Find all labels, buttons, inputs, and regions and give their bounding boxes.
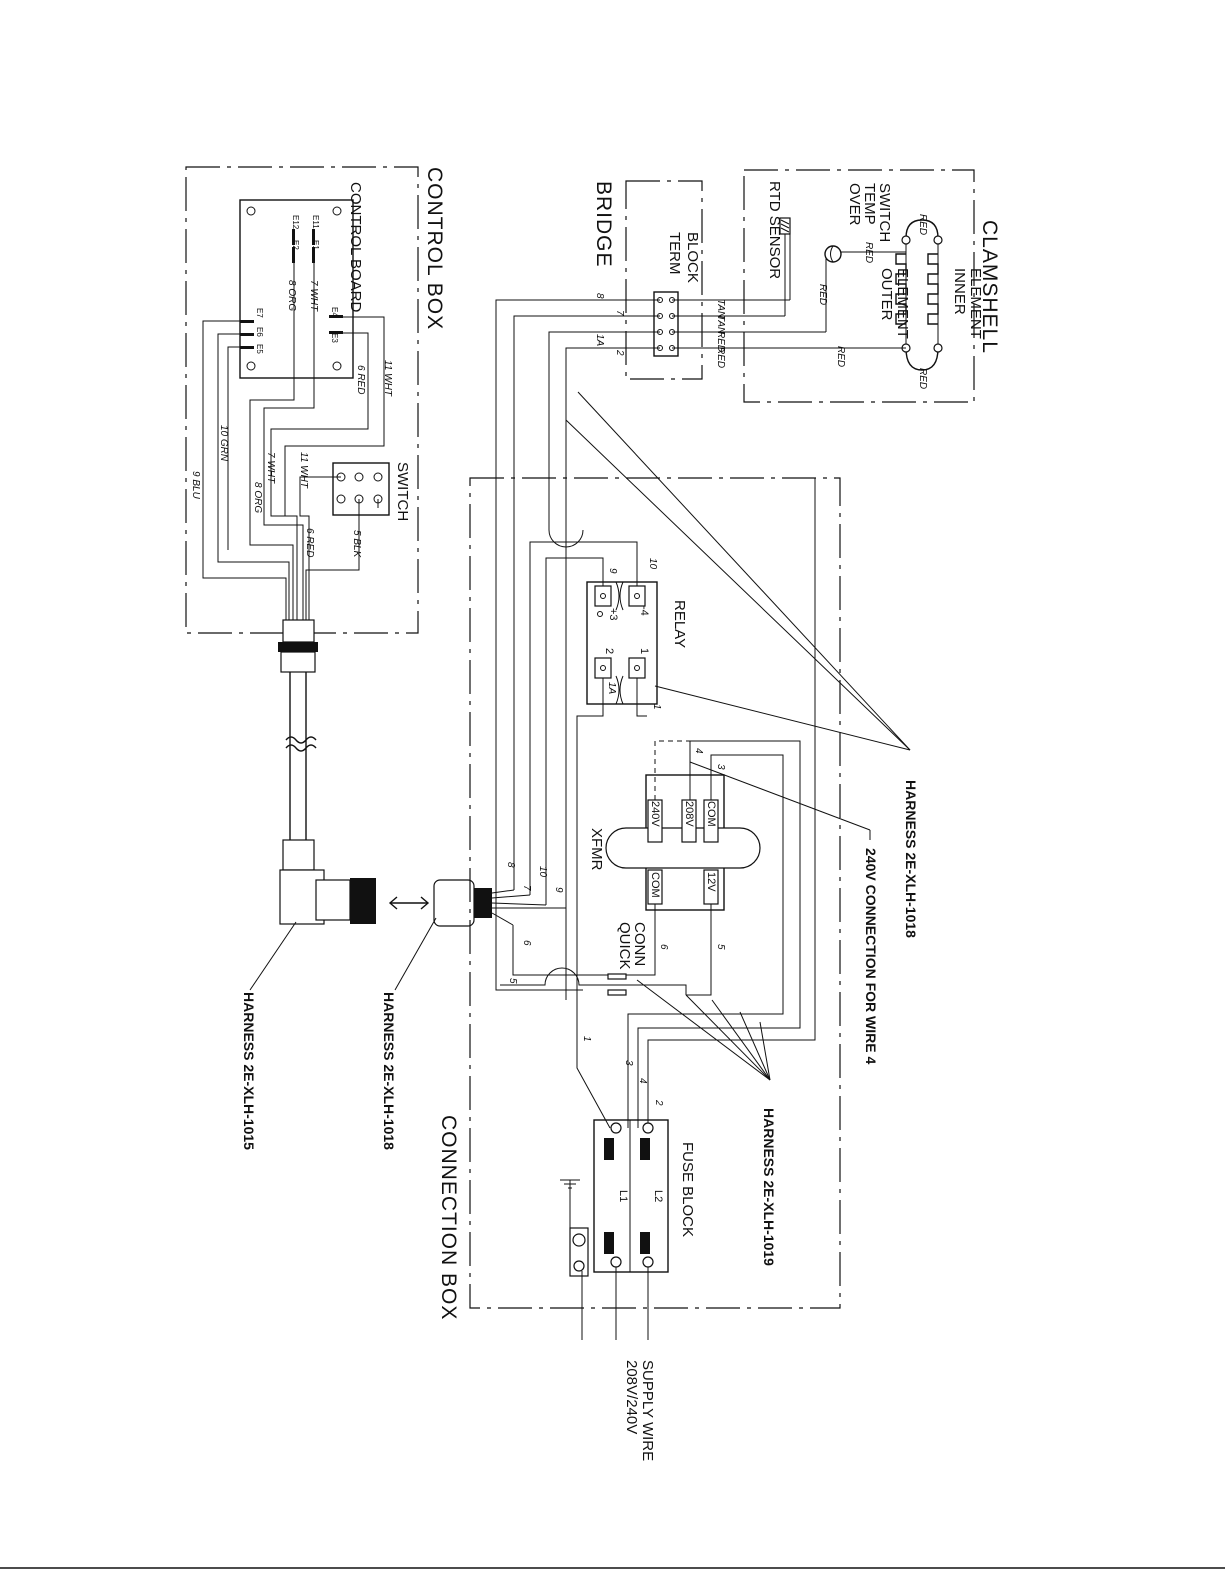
wire-num-4-xfmr: 4 — [693, 748, 704, 754]
terminal-e2: E2 — [291, 240, 300, 250]
terminal-e5: E5 — [255, 344, 264, 354]
wire-num-9-relay: 9 — [607, 568, 618, 574]
wire-label-red-4: RED — [917, 368, 928, 389]
relay-pin-2: 2 — [603, 648, 615, 654]
harness-1015: HARNESS 2E-XLH-1015 — [241, 992, 257, 1150]
wire-num-6-xfmr: 6 — [658, 944, 669, 950]
bridge-clamshell-wires: TAN TAN RED RED 8 7 1A 2 — [495, 293, 906, 890]
switch — [332, 462, 390, 516]
xfmr-label: XFMR — [588, 828, 605, 871]
control-board-label: CONTROL BOARD — [347, 182, 364, 312]
wire-label-11-wht-switch: 11 WHT — [298, 452, 309, 489]
terminal-e7: E7 — [255, 308, 264, 318]
wire-label-5-blk: 5 BLK — [351, 530, 362, 559]
fuse-l1: L1 — [617, 1190, 629, 1202]
wire-num-9-bh: 9 — [553, 887, 564, 893]
wire-num-3-xfmr: 3 — [715, 764, 726, 770]
control-box: CONTROL BOX CONTROL BOARD E11 E12 E1 E2 … — [185, 166, 446, 634]
wire-num-1-relay: 1 — [651, 704, 662, 710]
wire-num-8-bh: 8 — [505, 862, 516, 868]
wire-num-1a-tb: 1A — [594, 334, 605, 347]
wire-label-red-t1: RED — [715, 331, 726, 352]
bridge: BRIDGE TERMBLOCK — [592, 180, 703, 380]
wire-num-2-tb: 2 — [614, 349, 625, 356]
wire-label-7-wht: 7 WHT — [265, 452, 276, 484]
fuse-block — [593, 1119, 669, 1273]
switch-label: SWITCH — [394, 462, 411, 521]
control-board — [239, 199, 354, 379]
wire-num-3-fb: 3 — [623, 1060, 634, 1066]
terminal-e12: E12 — [291, 215, 300, 230]
quick-conn-label: QUICKCONN — [616, 922, 648, 970]
rtd-sensor-label: RTD SENSOR — [766, 181, 783, 279]
wire-num-10-relay: 10 — [647, 558, 658, 570]
wire-num-8-tb: 8 — [594, 293, 605, 299]
relay-pin-1: 1 — [638, 648, 650, 654]
wire-label-10-grn: 10 GRN — [218, 425, 229, 462]
wire-label-red-t2: RED — [715, 347, 726, 368]
harness-1018-bottom: HARNESS 2E-XLH-1018 — [381, 992, 397, 1150]
wire-num-1-fb: 1 — [581, 1036, 592, 1042]
wire-label-8-org-board: 8 ORG — [286, 280, 297, 311]
terminal-e4: E4 — [330, 307, 339, 317]
wire-num-6-bh: 6 — [521, 940, 532, 946]
xfmr-tap-com-2: COM — [649, 872, 661, 898]
relay — [586, 581, 658, 705]
terminal-e11: E11 — [311, 215, 320, 229]
wire-num-5-xfmr: 5 — [715, 944, 726, 950]
wire-label-11-wht: 11 WHT — [382, 360, 393, 397]
wire-num-7-bh: 7 — [521, 885, 532, 891]
terminal-e6: E6 — [255, 327, 264, 337]
xfmr-tap-12v: 12V — [705, 872, 717, 892]
wire-label-red-3: RED — [817, 284, 828, 305]
connection-box: CONNECTION BOX RELAY -4 +3 1 2 10 9 1A 1… — [437, 477, 841, 1340]
harness-1018-top: HARNESS 2E-XLH-1018 — [903, 780, 919, 938]
control-box-label: CONTROL BOX — [423, 167, 446, 330]
relay-pin-3: +3 — [607, 608, 619, 621]
wire-num-4-fb: 4 — [637, 1078, 648, 1084]
terminal-e3: E3 — [330, 333, 339, 343]
xfmr-tap-208v: 208V — [683, 801, 695, 827]
relay-pin-4: -4 — [638, 606, 650, 616]
over-temp-switch-label: OVERTEMPSWITCH — [846, 183, 893, 242]
supply-wire-label: 208V/240VSUPPLY WIRE — [623, 1360, 656, 1461]
bridge-label: BRIDGE — [592, 181, 615, 268]
harness-leaders — [249, 391, 911, 1081]
wire-label-red-1: RED — [863, 242, 874, 263]
term-block — [653, 291, 679, 357]
term-block-label: TERMBLOCK — [666, 232, 701, 283]
connection-box-label: CONNECTION BOX — [437, 1115, 460, 1320]
wire-num-5-bh: 5 — [507, 978, 518, 984]
wire-label-tan-1: TAN — [715, 299, 726, 319]
wire-label-red-2: RED — [917, 214, 928, 235]
fuse-l2: L2 — [652, 1190, 664, 1202]
inner-element-label: INNERELEMENT — [951, 268, 984, 339]
fuse-block-label: FUSE BLOCK — [679, 1142, 696, 1237]
wire-num-1a-relay: 1A — [606, 682, 617, 695]
terminal-e1: E1 — [311, 240, 320, 250]
wire-num-2-fb: 2 — [653, 1099, 664, 1106]
wire-label-9-blu: 9 BLU — [190, 471, 201, 500]
clamshell: CLAMSHELL INNERELEMENT OUTERELEMENT OVER… — [743, 169, 1001, 403]
xfmr-tap-com: COM — [705, 801, 717, 827]
wire-label-6-red: 6 RED — [355, 365, 366, 394]
wire-label-red-5: RED — [835, 346, 846, 367]
wire-num-10-bh: 10 — [537, 866, 548, 878]
wire-label-8-org: 8 ORG — [252, 482, 263, 513]
harness-240v-connection: 240V CONNECTION FOR WIRE 4 — [863, 848, 879, 1064]
wire-num-7-tb: 7 — [614, 310, 625, 316]
cable-harness-1015 — [278, 619, 492, 927]
xfmr-tap-240v: 240V — [649, 801, 661, 827]
harness-1019: HARNESS 2E-XLH-1019 — [761, 1108, 777, 1266]
wire-label-tan-2: TAN — [715, 315, 726, 335]
clamshell-label: CLAMSHELL — [978, 220, 1001, 354]
relay-label: RELAY — [671, 600, 688, 648]
wire-label-6-red-lower: 6 RED — [304, 528, 315, 557]
